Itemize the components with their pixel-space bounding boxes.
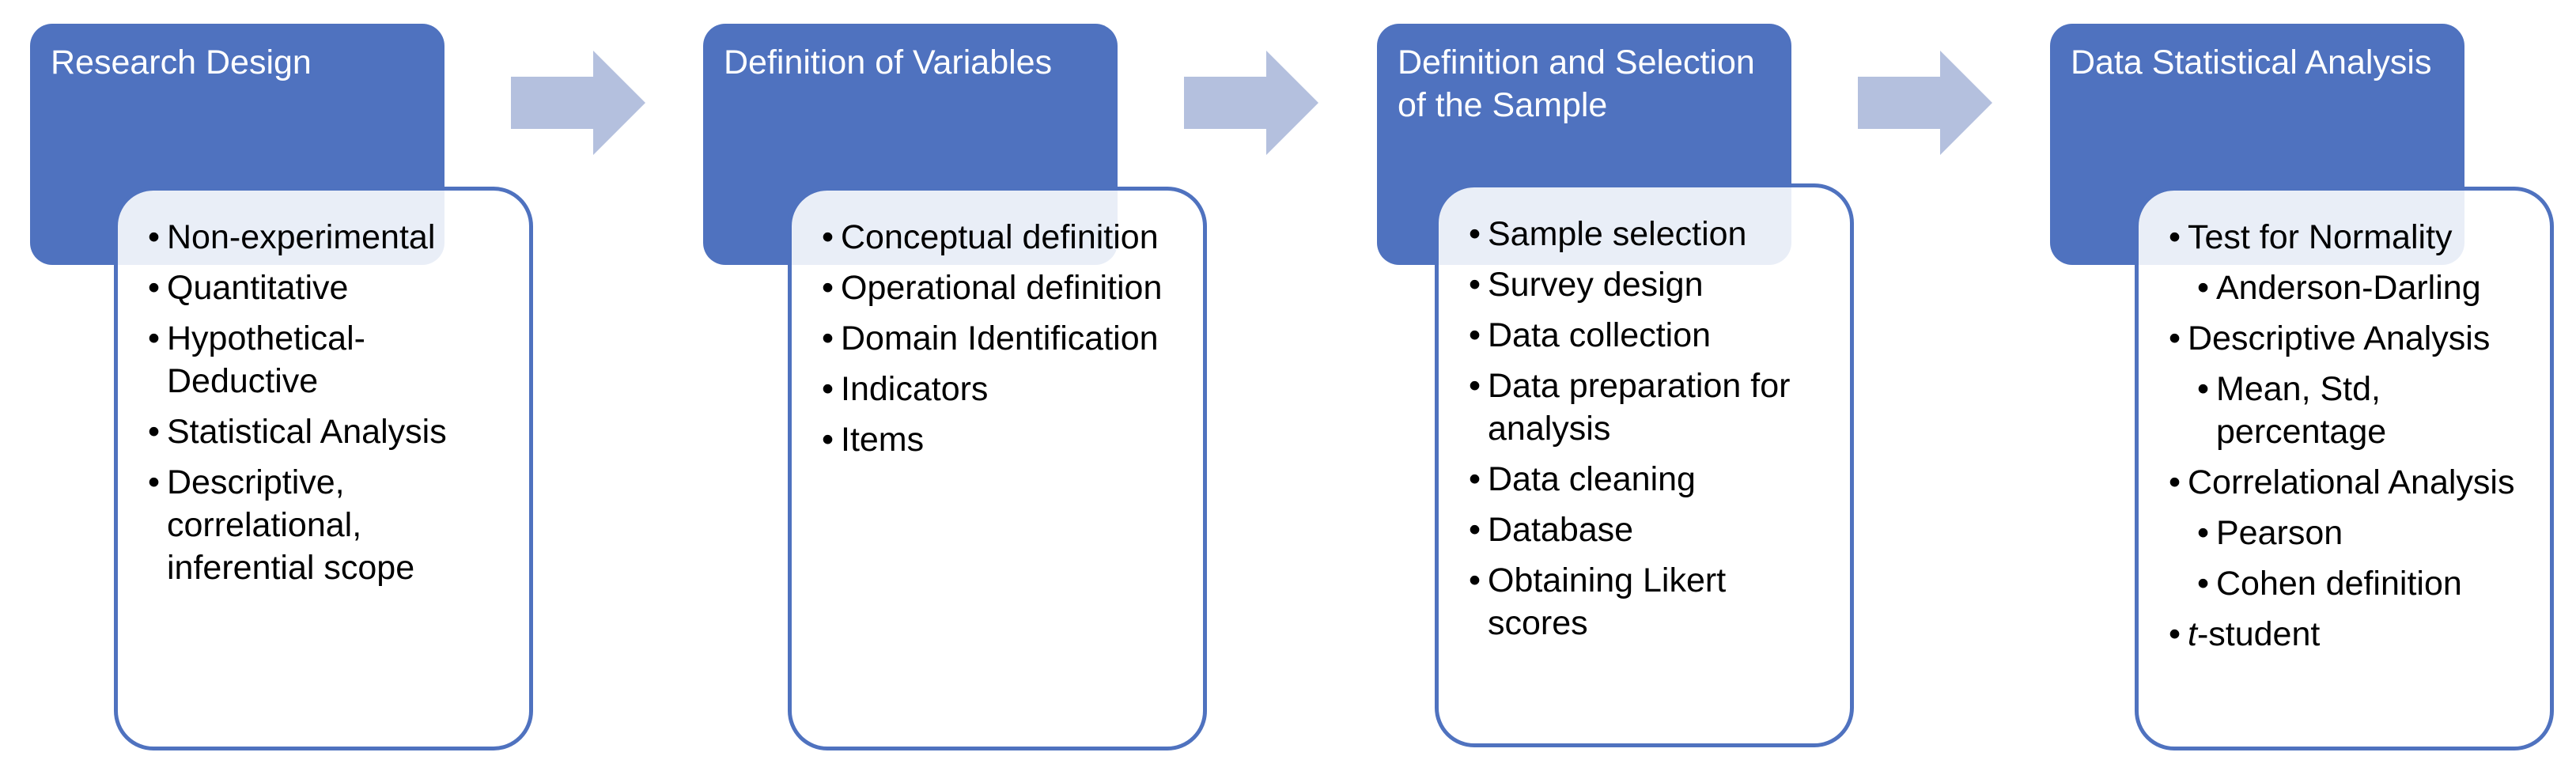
bullet-icon: • (1469, 561, 1481, 599)
bullet-icon: • (1469, 316, 1481, 354)
stage-item-list: •Test for Normality•Anderson-Darling•Des… (2169, 216, 2528, 656)
list-item: •Descriptive Analysis (2169, 317, 2528, 360)
sub-list-item: •Mean, Std, percentage (2169, 368, 2528, 453)
right-arrow-icon (511, 51, 645, 155)
list-item: •Survey design (1469, 263, 1828, 306)
list-item: •Database (1469, 508, 1828, 551)
stage-item-list: •Sample selection•Survey design•Data col… (1469, 213, 1828, 645)
list-item-text: Data preparation for analysis (1488, 367, 1791, 448)
sub-list-item: •Pearson (2169, 512, 2528, 554)
list-item-text: Survey design (1488, 266, 1704, 304)
stage-card: •Non-experimental•Quantitative•Hypotheti… (114, 187, 533, 750)
list-item-text: Items (841, 421, 925, 459)
bullet-icon: • (1469, 511, 1481, 549)
list-item: •Indicators (822, 368, 1181, 410)
bullet-icon: • (148, 218, 161, 256)
list-item-text: Conceptual definition (841, 218, 1159, 256)
bullet-icon: • (2197, 269, 2210, 307)
list-item: •Non-experimental (148, 216, 507, 259)
list-item-text: Operational definition (841, 269, 1163, 307)
bullet-icon: • (148, 319, 161, 357)
list-item-text: Anderson-Darling (2216, 269, 2481, 307)
bullet-icon: • (2169, 615, 2181, 653)
bullet-icon: • (148, 269, 161, 307)
list-item: •Data cleaning (1469, 458, 1828, 501)
list-item: •Quantitative (148, 267, 507, 309)
bullet-icon: • (1469, 460, 1481, 498)
list-item: •Hypothetical-Deductive (148, 317, 507, 403)
list-item-text: Indicators (841, 370, 989, 408)
stage-definition-of-variables: Definition of Variables •Conceptual defi… (703, 0, 1209, 775)
stage-data-statistical-analysis: Data Statistical Analysis •Test for Norm… (2050, 0, 2556, 775)
list-item: •Statistical Analysis (148, 410, 507, 453)
bullet-icon: • (822, 269, 834, 307)
list-item-text: Pearson (2216, 514, 2343, 552)
list-item-text: Database (1488, 511, 1634, 549)
stage-item-list: •Conceptual definition•Operational defin… (822, 216, 1181, 461)
list-item-text: Test for Normality (2188, 218, 2453, 256)
bullet-icon: • (2197, 514, 2210, 552)
bullet-icon: • (2169, 319, 2181, 357)
list-item: •Domain Identification (822, 317, 1181, 360)
stage-card: •Conceptual definition•Operational defin… (788, 187, 1207, 750)
list-item: •Data preparation for analysis (1469, 365, 1828, 450)
list-item: •Obtaining Likert scores (1469, 559, 1828, 645)
list-item: •Data collection (1469, 314, 1828, 357)
stage-item-list: •Non-experimental•Quantitative•Hypotheti… (148, 216, 507, 589)
list-item-text: Descriptive, correlational, inferential … (167, 463, 415, 587)
list-item-text: Obtaining Likert scores (1488, 561, 1727, 642)
stage-research-design: Research Design •Non-experimental•Quanti… (30, 0, 536, 775)
bullet-icon: • (822, 370, 834, 408)
list-item-text: Non-experimental (167, 218, 436, 256)
list-item-text: Sample selection (1488, 215, 1747, 253)
stage-card: •Sample selection•Survey design•Data col… (1435, 183, 1854, 747)
list-item-text: Mean, Std, percentage (2216, 370, 2387, 451)
bullet-icon: • (148, 463, 161, 501)
sub-list-item: •Cohen definition (2169, 562, 2528, 605)
list-item: •Operational definition (822, 267, 1181, 309)
list-item: •t-student (2169, 613, 2528, 656)
stage-sample-definition: Definition and Selection of the Sample •… (1377, 0, 1883, 775)
stage-card: •Test for Normality•Anderson-Darling•Des… (2135, 187, 2554, 750)
bullet-icon: • (1469, 215, 1481, 253)
list-item-text: Domain Identification (841, 319, 1159, 357)
list-item-text: Correlational Analysis (2188, 463, 2515, 501)
sub-list-item: •Anderson-Darling (2169, 267, 2528, 309)
list-item: •Descriptive, correlational, inferential… (148, 461, 507, 589)
bullet-icon: • (148, 413, 161, 451)
list-item-text: Cohen definition (2216, 565, 2462, 603)
bullet-icon: • (2169, 218, 2181, 256)
list-item-text: Quantitative (167, 269, 349, 307)
bullet-icon: • (1469, 367, 1481, 405)
list-item-text: Statistical Analysis (167, 413, 447, 451)
bullet-icon: • (822, 218, 834, 256)
list-item: •Items (822, 418, 1181, 461)
list-item: •Sample selection (1469, 213, 1828, 255)
list-item: •Test for Normality (2169, 216, 2528, 259)
bullet-icon: • (2197, 565, 2210, 603)
list-item-text: t-student (2188, 615, 2321, 653)
list-item-text: Data collection (1488, 316, 1712, 354)
bullet-icon: • (1469, 266, 1481, 304)
right-arrow-icon (1184, 51, 1318, 155)
list-item: •Correlational Analysis (2169, 461, 2528, 504)
right-arrow-icon (1858, 51, 1992, 155)
bullet-icon: • (822, 421, 834, 459)
bullet-icon: • (822, 319, 834, 357)
list-item-text: Data cleaning (1488, 460, 1696, 498)
list-item-text: Hypothetical-Deductive (167, 319, 365, 400)
bullet-icon: • (2197, 370, 2210, 408)
list-item-text: Descriptive Analysis (2188, 319, 2491, 357)
bullet-icon: • (2169, 463, 2181, 501)
list-item: •Conceptual definition (822, 216, 1181, 259)
